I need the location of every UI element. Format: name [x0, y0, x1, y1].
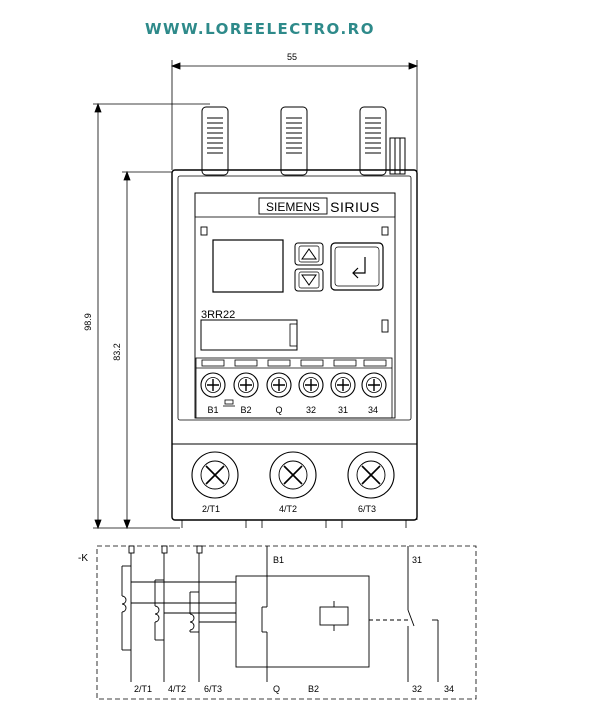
brand-name: SIEMENS	[266, 200, 320, 214]
terminal-strip	[195, 357, 393, 419]
terminal-label-Q: Q	[275, 405, 282, 415]
terminal-label-B2: B2	[240, 405, 251, 415]
bottom-label-6T3: 6/T3	[358, 504, 376, 514]
schematic-label-Q: Q	[273, 684, 280, 694]
screw-terminal-B1	[200, 372, 226, 398]
screw-terminal-B2	[233, 372, 259, 398]
auxiliary-pin	[389, 137, 406, 175]
screw-terminal-34	[361, 372, 387, 398]
screw-terminals	[200, 372, 387, 398]
brand-box	[258, 197, 328, 215]
screw-terminal-31	[330, 372, 356, 398]
pin-1	[201, 106, 229, 176]
schematic-label-6T3: 6/T3	[204, 684, 222, 694]
up-arrow-icon	[301, 248, 317, 260]
bottom-label-2T1: 2/T1	[202, 504, 220, 514]
schematic-label-32: 32	[412, 684, 422, 694]
schematic-label-B2: B2	[308, 684, 319, 694]
schematic-wiring	[121, 545, 439, 682]
schematic-label-B1: B1	[273, 555, 284, 565]
power-terminal-4T2	[269, 451, 317, 499]
pin-2	[280, 106, 308, 176]
display-window	[212, 239, 284, 293]
label-plate	[200, 319, 298, 351]
label-plate-tab	[289, 323, 298, 347]
series-name: SIRIUS	[330, 199, 380, 215]
device-designator: -K	[78, 553, 88, 564]
width-dimension-label: 55	[287, 52, 297, 62]
bottom-label-4T2: 4/T2	[279, 504, 297, 514]
terminal-label-B1: B1	[207, 405, 218, 415]
down-arrow-button[interactable]	[294, 268, 324, 292]
down-arrow-icon	[301, 274, 317, 286]
power-terminal-6T3	[347, 451, 395, 499]
thermistor-symbol-icon	[223, 399, 235, 407]
model-number: 3RR22	[201, 309, 235, 321]
terminal-label-32: 32	[306, 405, 316, 415]
enter-icon	[352, 257, 366, 279]
schematic-border	[96, 545, 477, 700]
screw-terminal-Q	[266, 372, 292, 398]
top-connection-pins	[201, 106, 406, 176]
up-arrow-button[interactable]	[294, 242, 324, 266]
front-panel	[200, 226, 389, 333]
bottom-feet	[181, 520, 407, 528]
power-terminals	[191, 451, 395, 499]
schematic-label-2T1: 2/T1	[134, 684, 152, 694]
website-url[interactable]: WWW.LOREELECTRO.RO	[145, 20, 375, 38]
schematic-label-4T2: 4/T2	[168, 684, 186, 694]
height-body-label: 83.2	[112, 343, 122, 361]
power-terminal-2T1	[191, 451, 239, 499]
schematic-label-34: 34	[444, 684, 454, 694]
screw-terminal-32	[298, 372, 324, 398]
height-total-dimension	[93, 102, 210, 530]
pin-3	[359, 106, 387, 176]
terminal-label-34: 34	[368, 405, 378, 415]
terminal-label-31: 31	[338, 405, 348, 415]
height-body-dimension	[122, 170, 172, 530]
height-total-label: 98.9	[83, 313, 93, 331]
schematic-label-31: 31	[412, 555, 422, 565]
enter-button[interactable]	[330, 242, 384, 291]
